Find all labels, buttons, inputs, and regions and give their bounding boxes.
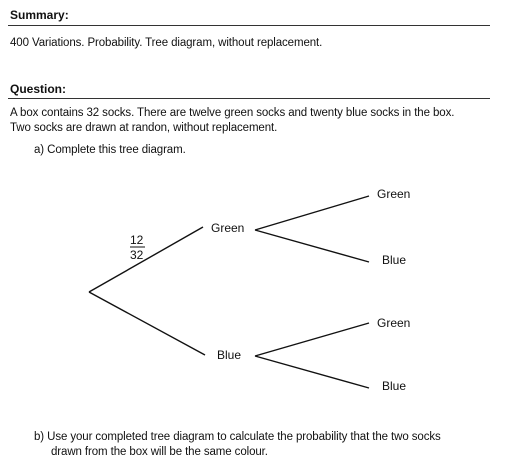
question-line-2: Two socks are drawn at randon, without r…: [10, 122, 278, 134]
branch-blue-green: [254, 322, 370, 357]
node-blue-green: Green: [377, 316, 410, 330]
node-green-blue: Blue: [382, 253, 406, 267]
question-rule: [8, 98, 490, 99]
branch-first-green: [88, 226, 204, 293]
prob-green-denominator: 32: [130, 248, 144, 262]
branch-green-green: [254, 195, 370, 231]
prob-green-numerator: 12: [130, 233, 144, 247]
question-part-b-line-1: b) Use your completed tree diagram to ca…: [34, 431, 441, 443]
summary-rule: [8, 25, 490, 26]
question-line-1: A box contains 32 socks. There are twelv…: [10, 107, 455, 119]
summary-text: 400 Variations. Probability. Tree diagra…: [10, 37, 323, 49]
question-part-b-line-2: drawn from the box will be the same colo…: [51, 446, 268, 458]
branch-green-blue: [254, 229, 370, 263]
question-heading: Question:: [10, 82, 66, 96]
question-part-a: a) Complete this tree diagram.: [34, 144, 186, 156]
node-first-blue: Blue: [217, 348, 241, 362]
node-first-green: Green: [211, 221, 244, 235]
node-blue-blue: Blue: [382, 379, 406, 393]
summary-heading: Summary:: [10, 8, 69, 22]
branch-first-blue: [88, 291, 206, 356]
branch-blue-blue: [254, 355, 370, 389]
node-green-green: Green: [377, 187, 410, 201]
